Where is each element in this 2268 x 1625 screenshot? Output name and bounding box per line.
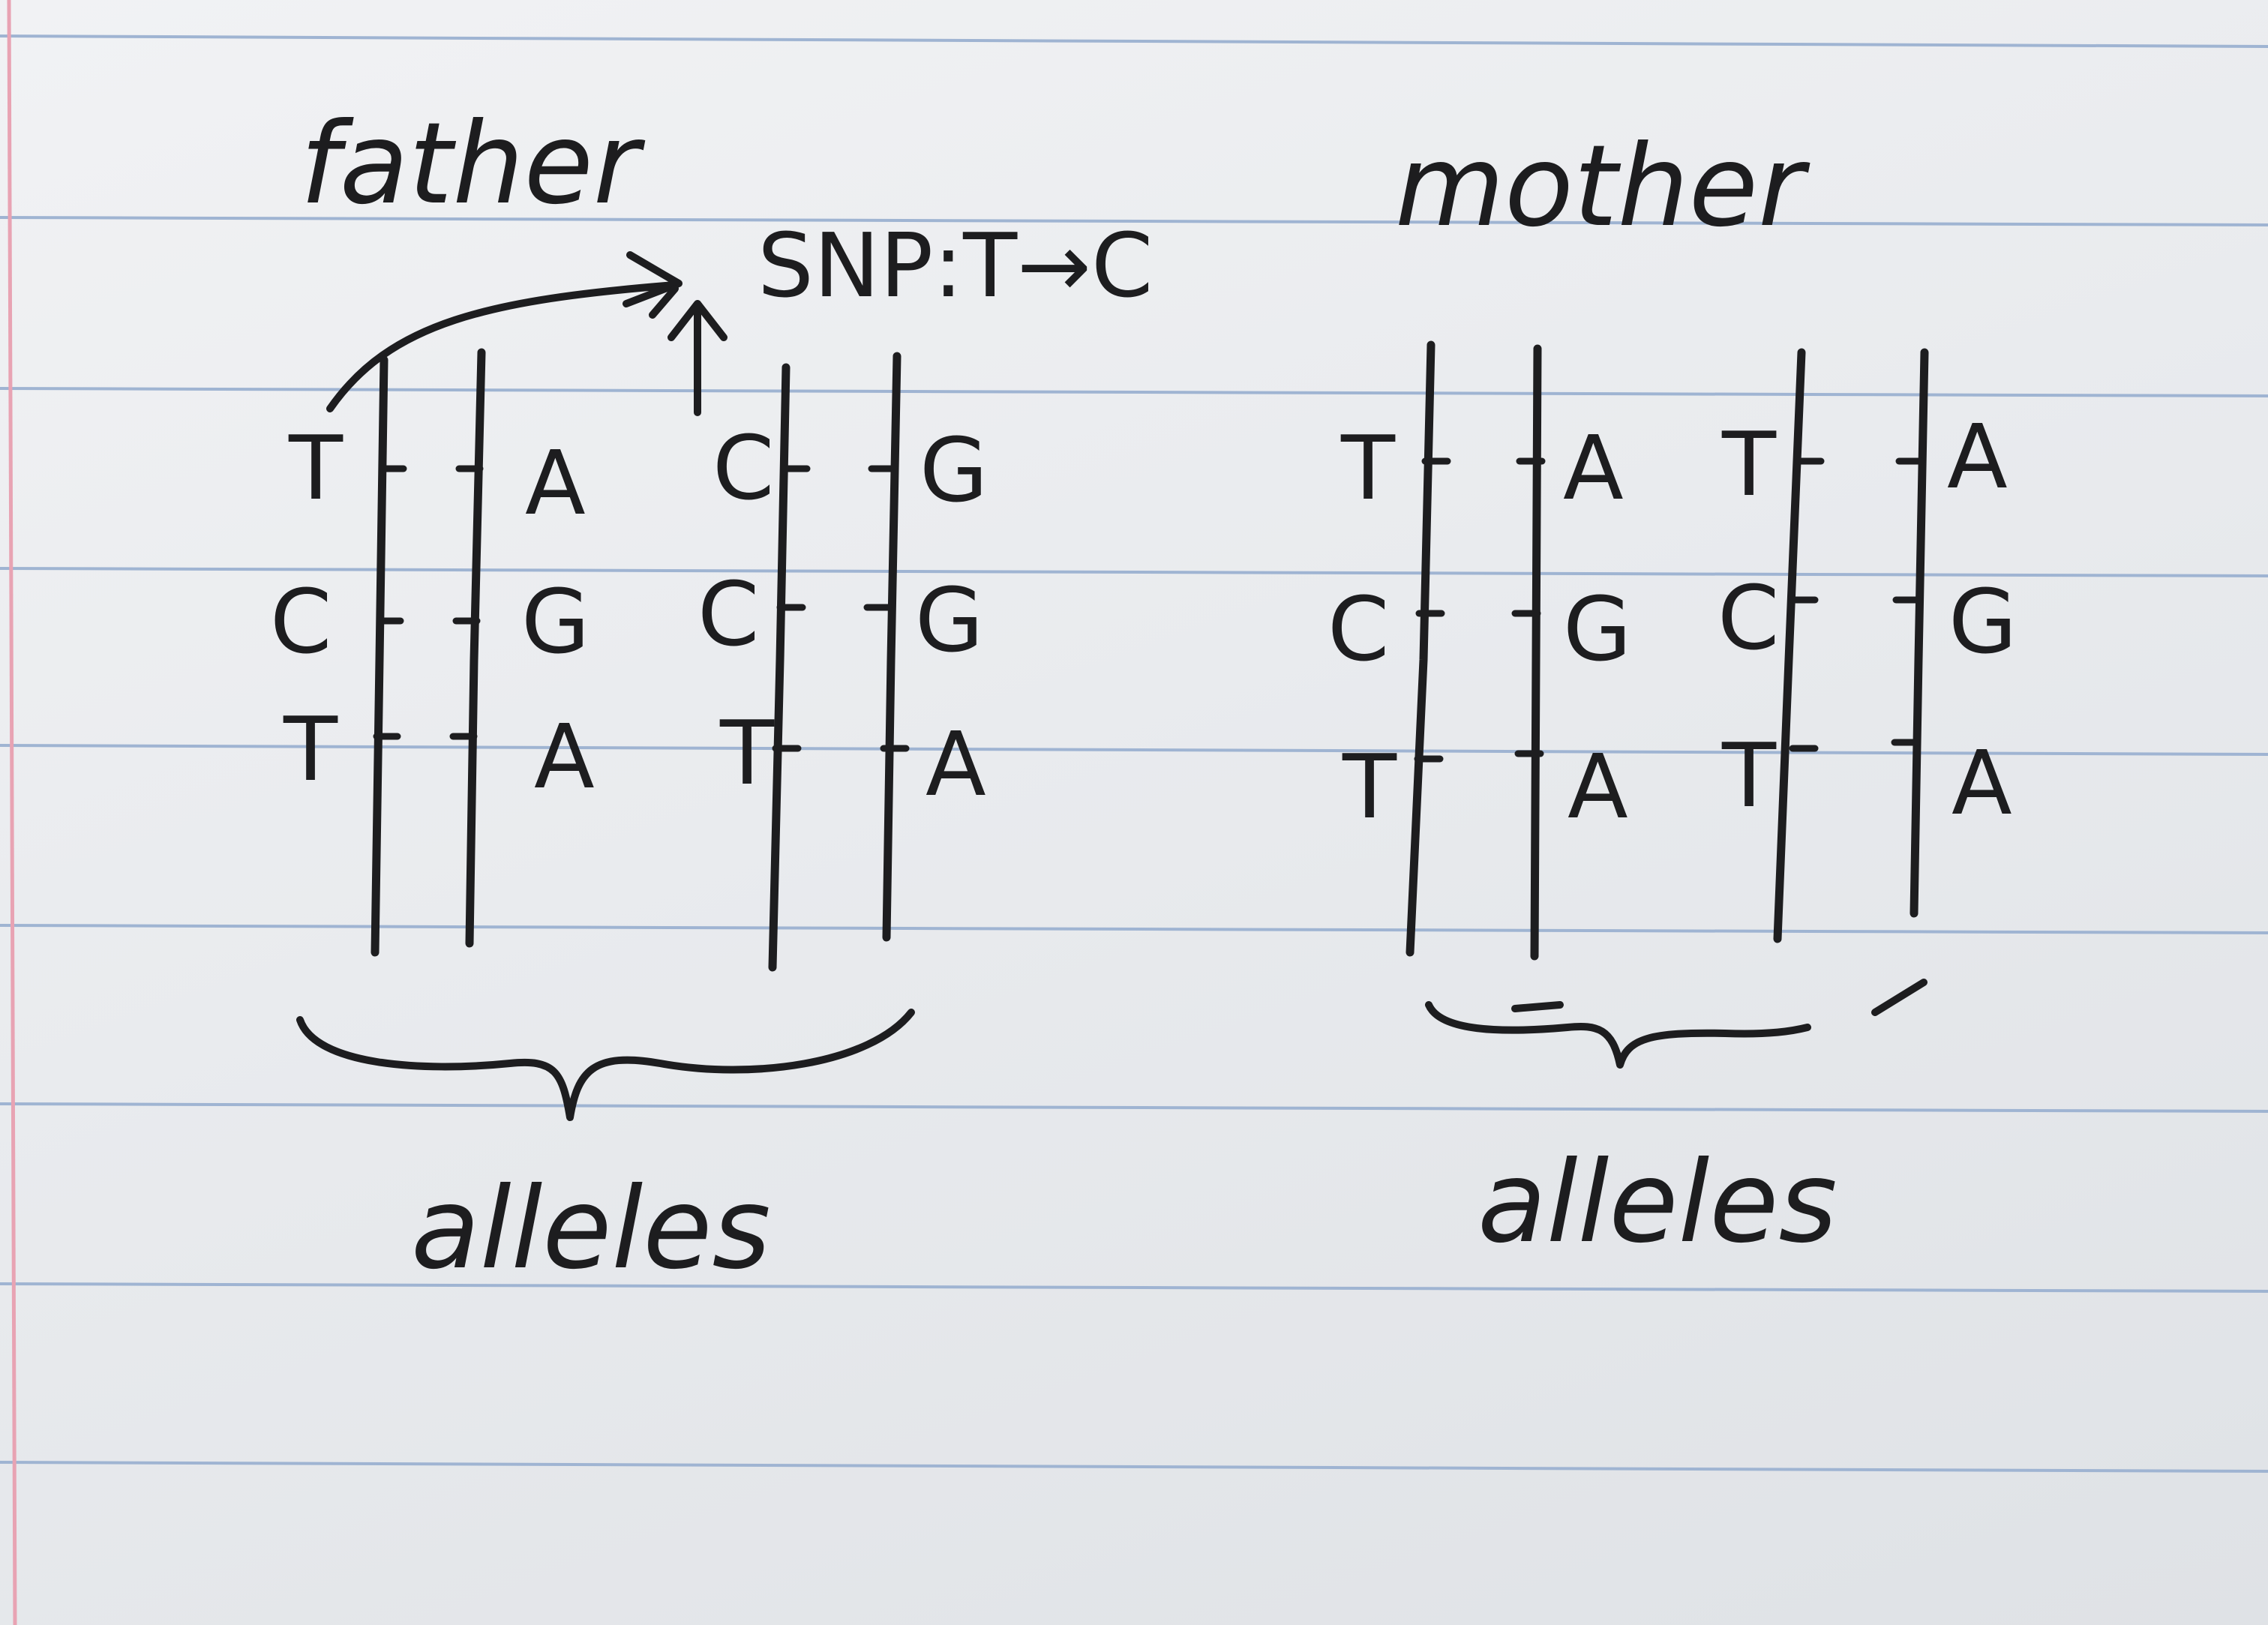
base-letter: T	[288, 416, 344, 520]
base-letter: C	[270, 570, 332, 673]
strand	[882, 352, 902, 942]
base-letter: C	[1718, 566, 1779, 670]
mother-brace	[1425, 979, 1928, 1069]
base-letter: C	[712, 416, 774, 520]
strand	[1530, 344, 1542, 961]
strand	[1910, 348, 1929, 918]
base-letter: T	[1342, 735, 1397, 838]
base-letter: T	[1340, 416, 1396, 520]
father-brace	[296, 1009, 915, 1121]
base-letter: G	[1563, 577, 1631, 681]
base-letter: T	[1721, 412, 1777, 516]
base-letter: G	[1948, 570, 2017, 673]
mother-alleles-label: alleles	[1478, 1138, 1838, 1268]
father-allele-2: C C T G G A	[698, 352, 988, 972]
mother-allele-1: T C T A G A	[1328, 340, 1631, 961]
strand	[768, 363, 790, 972]
strand	[1406, 340, 1436, 957]
base-letter: G	[521, 570, 590, 673]
base-letter: A	[1568, 735, 1628, 838]
base-letter: A	[1952, 731, 2012, 835]
strand	[465, 348, 486, 948]
margin-line	[7, 0, 17, 1625]
base-letter: A	[1947, 405, 2008, 508]
strand	[1773, 348, 1806, 943]
father-label: father	[300, 99, 646, 229]
base-letter: A	[1563, 416, 1624, 520]
base-letter: A	[534, 705, 595, 808]
base-letter: G	[920, 418, 988, 522]
base-letter: T	[283, 697, 338, 801]
base-letter: T	[719, 701, 775, 805]
base-letter: G	[915, 568, 983, 672]
snp-label: SNP:T→C	[758, 214, 1153, 317]
base-letter: C	[698, 562, 759, 666]
base-letter: C	[1328, 577, 1389, 681]
mother-allele-2: T C T A G A	[1718, 348, 2017, 943]
mother-label: mother	[1395, 121, 1810, 252]
father-allele-1: T C T A G A	[270, 348, 595, 957]
base-letter: A	[525, 431, 586, 535]
snp-arrow	[326, 251, 728, 416]
base-letter: A	[926, 712, 986, 816]
base-letter: T	[1721, 724, 1777, 827]
strand	[370, 355, 388, 957]
father-alleles-label: alleles	[411, 1164, 771, 1294]
